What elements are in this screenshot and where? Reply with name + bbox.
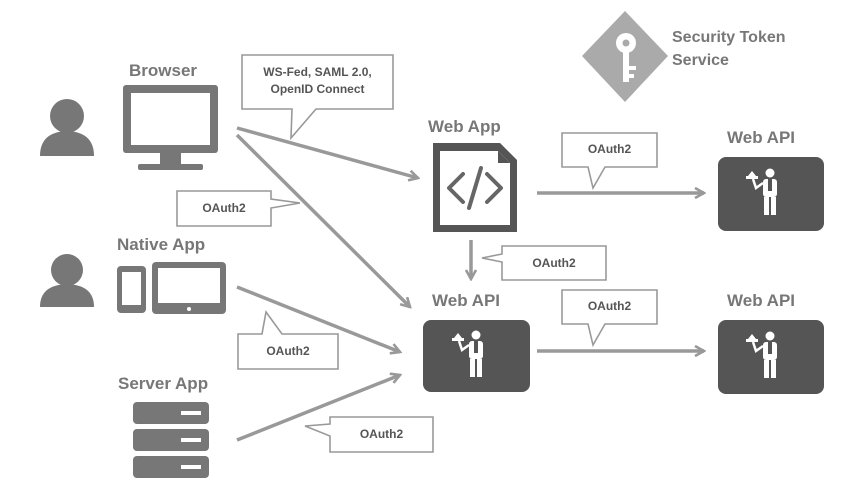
callout-api-to-api-text: OAuth2 (587, 299, 632, 313)
callout-browser-protocols-line2: OpenID Connect (270, 82, 365, 96)
user-icon (40, 254, 94, 307)
waiter-icon (746, 331, 777, 378)
web-app-label: Web App (428, 117, 501, 136)
callout-webapp-to-api-center (481, 245, 607, 281)
callout-webapp-to-api-top-text: OAuth2 (587, 142, 632, 156)
callout-browser-oauth (176, 190, 301, 227)
web-api-center-label: Web API (432, 291, 501, 310)
arrow-native-to-webapi (236, 285, 400, 352)
web-api-box-top (718, 157, 824, 231)
monitor-icon (123, 85, 218, 170)
sts-label-line2: Service (672, 52, 729, 69)
arrow-browser-to-webapi (235, 133, 410, 307)
waiter-icon (452, 330, 483, 377)
callouts (176, 54, 658, 453)
arrow-browser-to-webapp (236, 126, 418, 178)
user-icon (40, 99, 94, 156)
callout-webapp-to-api-top (561, 132, 658, 191)
arrow-server-to-webapi (236, 375, 400, 442)
callout-server-oauth (304, 416, 434, 453)
security-token-service-icon (582, 11, 668, 102)
sts-label-line1: Security Token (672, 29, 786, 46)
waiter-icon (746, 168, 777, 215)
web-api-box-center (423, 320, 530, 392)
web-api-bottom-label: Web API (727, 291, 796, 310)
native-app-label: Native App (117, 235, 206, 254)
callout-browser-protocols-line1: WS-Fed, SAML 2.0, (263, 65, 372, 79)
code-document-icon (433, 143, 517, 232)
callout-api-to-api (561, 289, 658, 348)
callout-webapp-to-api-center-text: OAuth2 (532, 256, 576, 270)
callout-native-oauth-text: OAuth2 (266, 344, 310, 358)
browser-label: Browser (129, 61, 198, 80)
callout-browser-protocols (241, 54, 394, 141)
callout-native-oauth (237, 310, 339, 370)
server-app-label: Server App (118, 374, 209, 393)
web-api-box-bottom (718, 320, 824, 394)
server-icon (133, 402, 209, 478)
callout-server-oauth-text: OAuth2 (359, 427, 404, 441)
callout-browser-oauth-text: OAuth2 (202, 201, 246, 215)
devices-icon (117, 262, 226, 314)
connectors (235, 126, 704, 442)
web-api-top-label: Web API (727, 128, 796, 147)
